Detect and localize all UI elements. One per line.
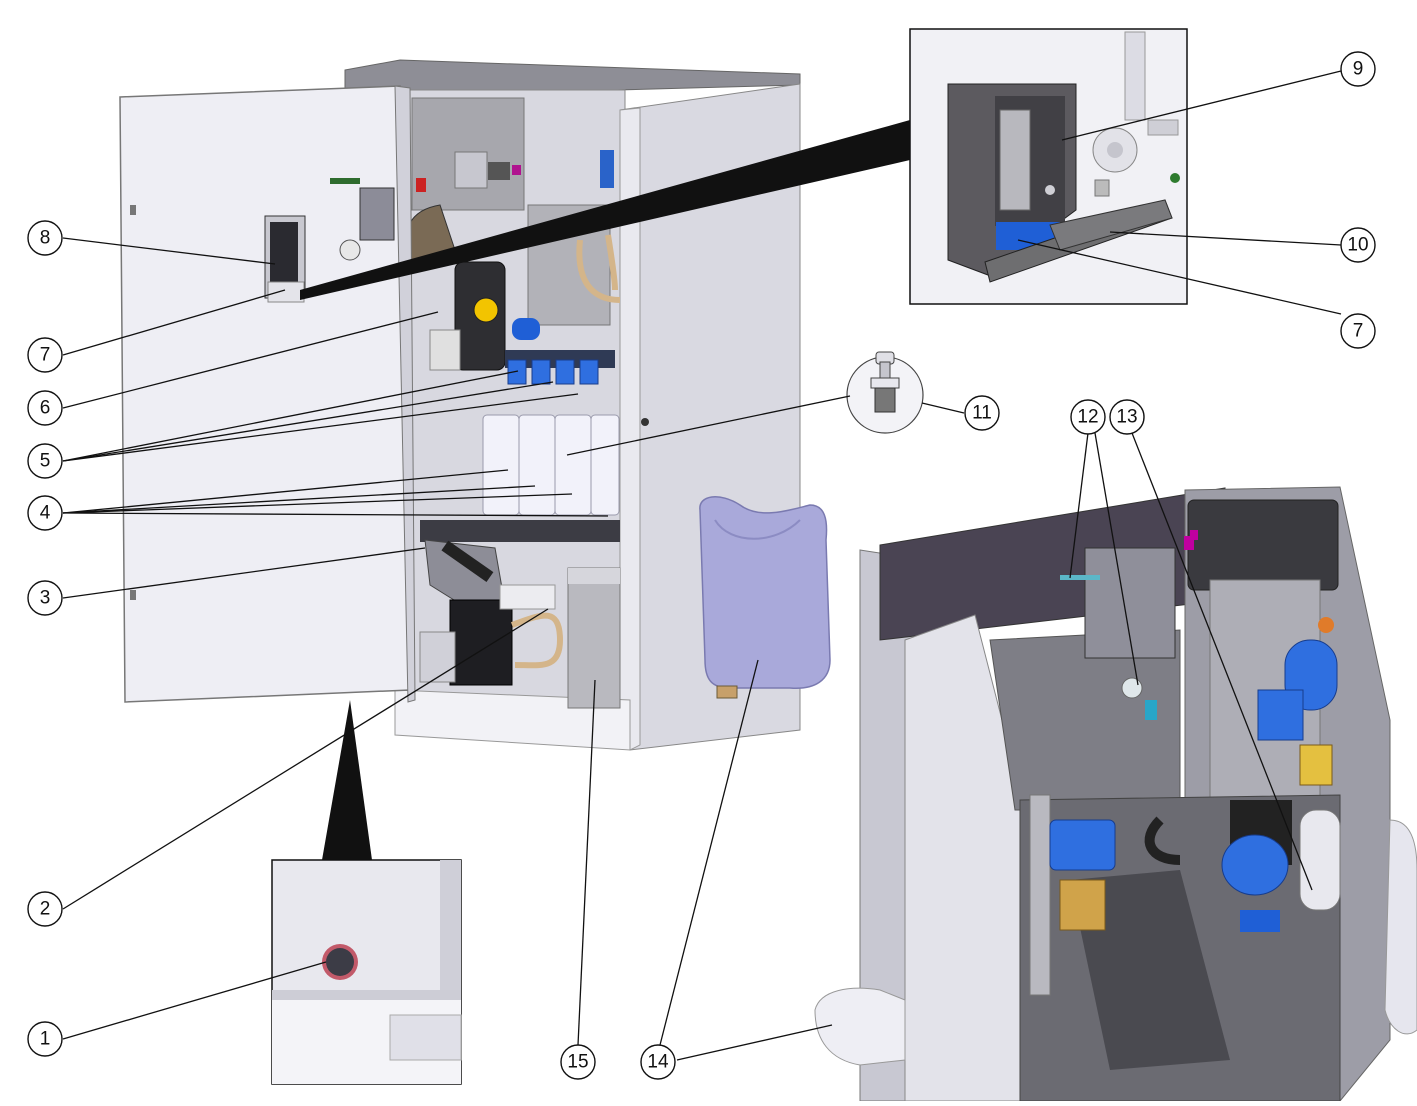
callout-label-7-right: 7	[1353, 321, 1364, 342]
callout-8: 8	[27, 220, 63, 256]
callout-7-right: 7	[1340, 313, 1376, 349]
callout-label-13: 13	[1116, 407, 1137, 428]
callout-label-7-left: 7	[40, 345, 51, 366]
inset-bottom-left	[271, 859, 462, 1085]
rear-open-view	[814, 486, 1417, 1102]
callout-label-6: 6	[40, 398, 51, 419]
callout-9: 9	[1340, 51, 1376, 87]
callout-label-10: 10	[1347, 235, 1368, 256]
callout-6: 6	[27, 390, 63, 426]
callout-12: 12	[1070, 399, 1106, 435]
callout-10: 10	[1340, 227, 1376, 263]
callout-label-9: 9	[1353, 59, 1364, 80]
callout-label-8: 8	[40, 228, 51, 249]
callout-3: 3	[27, 580, 63, 616]
callout-label-1: 1	[40, 1029, 51, 1050]
callout-14: 14	[640, 1044, 676, 1080]
callout-label-11: 11	[972, 403, 992, 424]
callout-label-12: 12	[1077, 407, 1098, 428]
zoom-beam-top	[300, 120, 910, 300]
callout-7-left: 7	[27, 337, 63, 373]
callout-13: 13	[1109, 399, 1145, 435]
callout-label-14: 14	[647, 1052, 669, 1073]
zoom-beam-bottom	[322, 700, 372, 860]
callout-label-4: 4	[40, 503, 51, 524]
main-cabinet	[344, 59, 801, 751]
callout-label-5: 5	[40, 451, 51, 472]
leader-lines	[62, 70, 1342, 1061]
inset-top-right	[909, 28, 1188, 305]
fitting-detail-circle	[846, 351, 924, 434]
callout-15: 15	[560, 1044, 596, 1080]
callout-label-3: 3	[40, 588, 51, 609]
callout-4: 4	[27, 495, 63, 531]
canister-component	[699, 496, 831, 699]
cabinet-door	[119, 85, 416, 703]
callout-label-15: 15	[567, 1052, 588, 1073]
callout-1: 1	[27, 1021, 63, 1057]
callout-5: 5	[27, 443, 63, 479]
callout-2: 2	[27, 891, 63, 927]
callout-11: 11	[964, 395, 1000, 431]
callout-label-2: 2	[40, 899, 51, 920]
